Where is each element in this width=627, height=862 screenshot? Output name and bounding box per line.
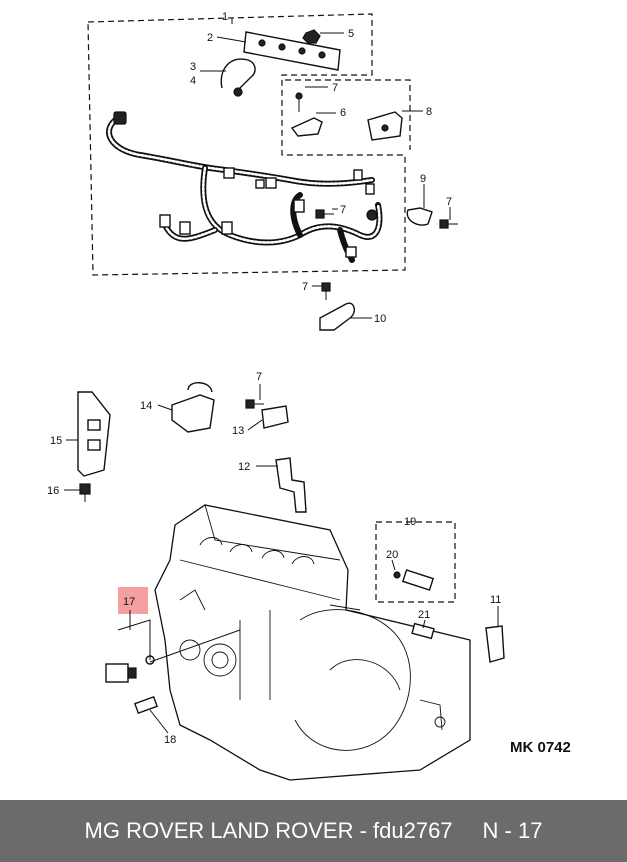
part-13-clip	[261, 405, 289, 429]
callout-10: 10	[374, 313, 386, 325]
part-7-bolts	[245, 209, 458, 409]
callout-15: 15	[50, 435, 62, 447]
wiring-harness	[106, 111, 383, 263]
footer-title: MG ROVER LAND ROVER - fdu2767	[84, 818, 453, 843]
callout-8: 8	[426, 106, 432, 118]
part-9-clamp	[406, 207, 433, 226]
part-6-clip	[290, 117, 323, 137]
callout-1: 1	[222, 11, 228, 23]
part-18-sensor	[133, 695, 159, 715]
part-3-clip	[220, 58, 256, 91]
callout-7e: 7	[256, 371, 262, 383]
part-17-highlight	[118, 587, 148, 614]
part-21-sensor	[411, 622, 435, 640]
callout-7c: 7	[340, 204, 346, 216]
group-19-outline	[375, 521, 456, 603]
diagram-reference-code: MK 0742	[510, 739, 571, 756]
callout-19: 19	[404, 516, 416, 528]
callout-3: 3	[190, 61, 196, 73]
callout-labels: 1 2 5 3 4 7 6 8 9 7 7 7 10 7 14 13 15 12…	[47, 11, 571, 756]
callout-7d: 7	[302, 281, 308, 293]
callout-12: 12	[238, 461, 250, 473]
brackets-group	[77, 382, 505, 663]
part-16-bolt	[79, 483, 91, 495]
part-11-bracket	[485, 625, 505, 663]
engine-block	[154, 504, 471, 781]
part-15-bracket	[77, 391, 111, 477]
callout-9: 9	[420, 173, 426, 185]
part-12-bracket	[275, 457, 307, 513]
parts-diagram: 1 2 5 3 4 7 6 8 9 7 7 7 10 7 14 13 15 12…	[47, 11, 571, 781]
leader-lines	[64, 18, 499, 734]
footer-page-number: N - 17	[482, 818, 543, 843]
callout-16: 16	[47, 485, 59, 497]
callout-6: 6	[340, 107, 346, 119]
part-17-switch	[105, 655, 155, 683]
callout-4: 4	[190, 75, 196, 87]
footer-bar: MG ROVER LAND ROVER - fdu2767 N - 17	[0, 800, 627, 862]
part-10-bracket	[319, 302, 356, 331]
callout-7a: 7	[332, 82, 338, 94]
callout-20: 20	[386, 549, 398, 561]
callout-5: 5	[348, 28, 354, 40]
callout-21: 21	[418, 609, 430, 621]
part-20-sensor	[393, 569, 435, 591]
part-2-rail	[243, 31, 341, 71]
part-14-bracket	[171, 394, 215, 433]
callout-18: 18	[164, 734, 176, 746]
callout-7b: 7	[446, 196, 452, 208]
callout-11: 11	[490, 594, 501, 606]
callout-2: 2	[207, 32, 213, 44]
callout-17: 17	[123, 596, 135, 608]
part-5-nut	[302, 29, 321, 44]
harness-assembly-group	[87, 13, 458, 409]
callout-14: 14	[140, 400, 152, 412]
callout-13: 13	[232, 425, 244, 437]
